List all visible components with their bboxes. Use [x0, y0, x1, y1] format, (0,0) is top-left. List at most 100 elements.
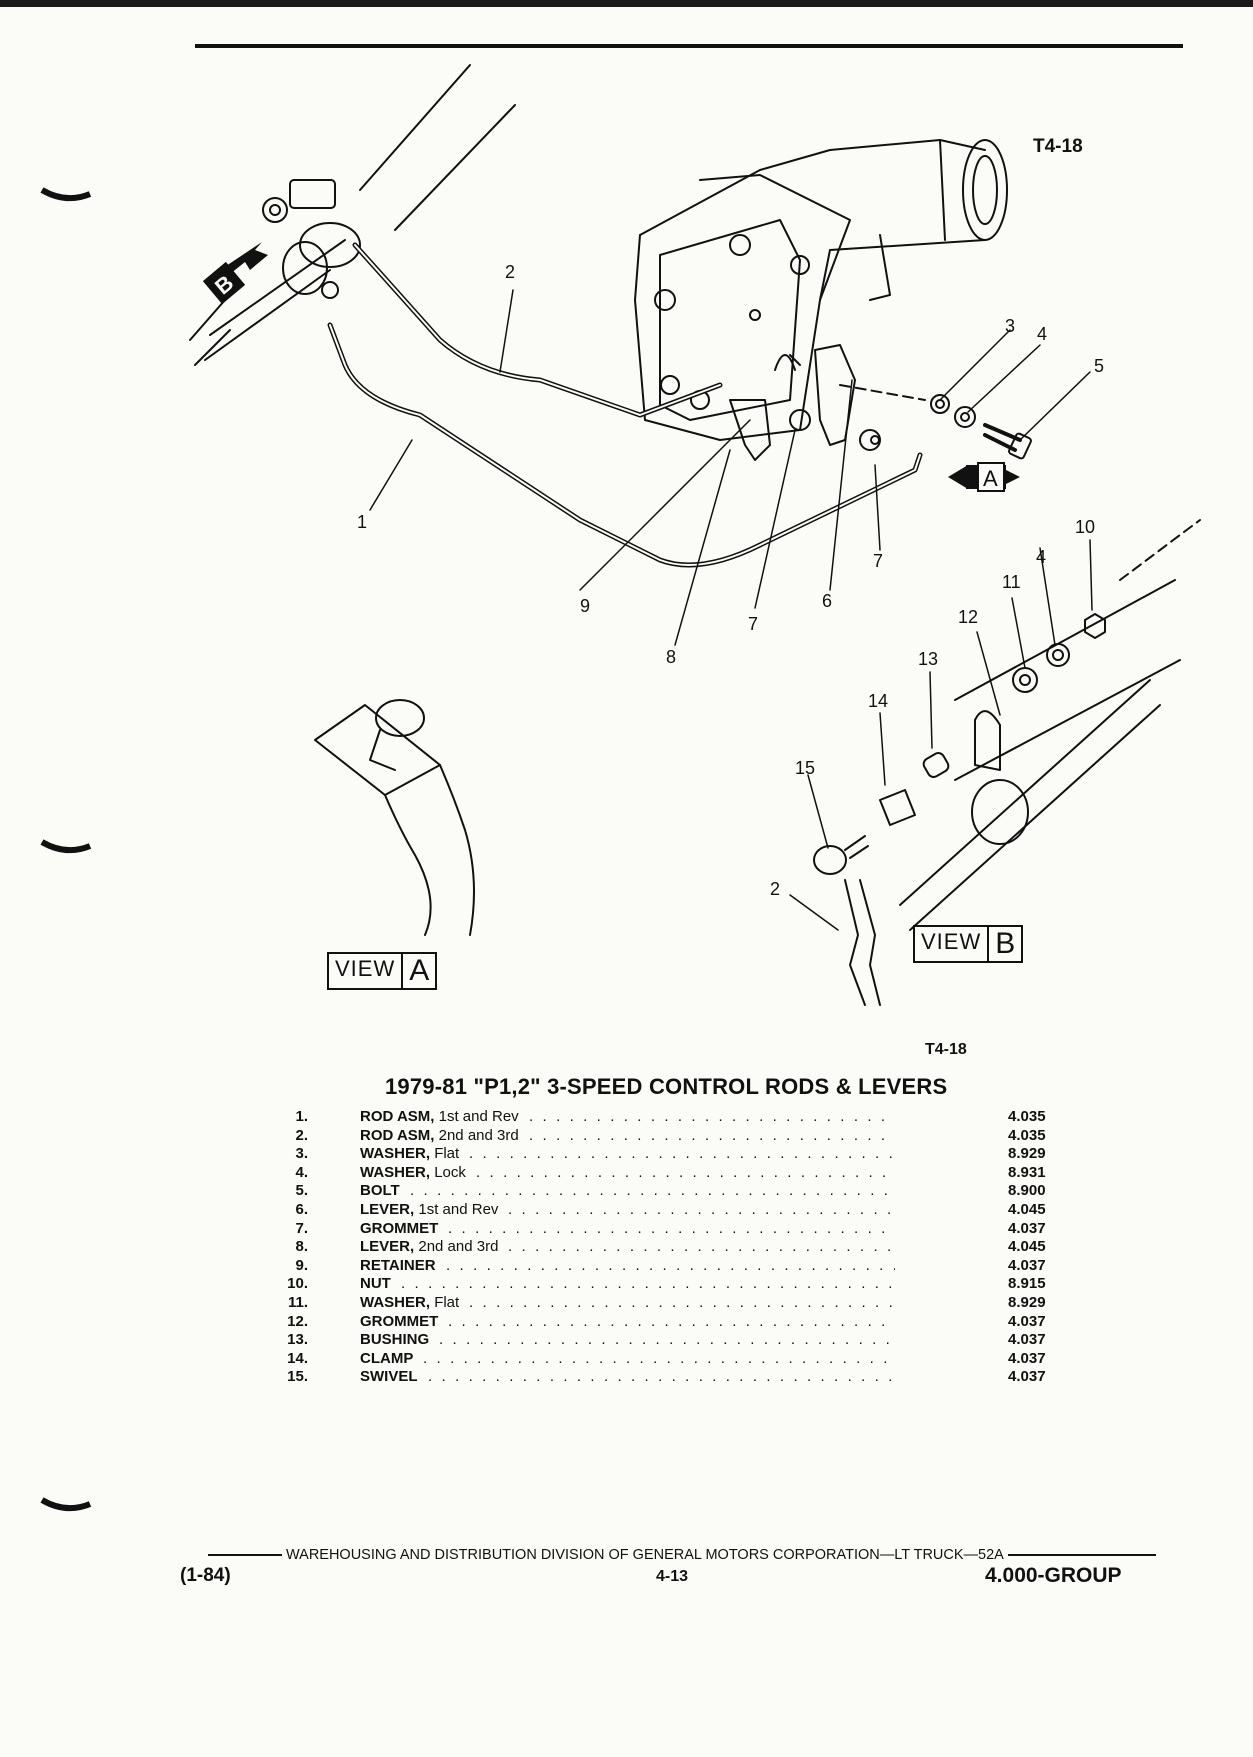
part-name: SWIVEL: [360, 1368, 418, 1387]
part-name-detail: 1st and Rev: [438, 1108, 519, 1125]
dot-leader: . . . . . . . . . . . . . . . . . . . . …: [360, 1182, 895, 1201]
rod-2nd-3rd: [352, 242, 723, 418]
dot-leader: . . . . . . . . . . . . . . . . . . . . …: [360, 1200, 895, 1220]
part-group-number: 8.929: [1008, 1293, 1046, 1311]
part-name-main: GROMMET: [360, 1219, 439, 1237]
callout-label: 12: [958, 607, 978, 627]
part-name-main: LEVER,: [360, 1200, 415, 1218]
frame-crossmember: [189, 64, 516, 366]
dot-leader: . . . . . . . . . . . . . . . . . . . . …: [360, 1312, 895, 1332]
part-name: WASHER, Lock: [360, 1164, 466, 1183]
part-name-main: NUT: [360, 1275, 391, 1293]
callout-label: 11: [1002, 572, 1021, 592]
part-group-number: 4.037: [1008, 1368, 1046, 1386]
header-rule: [195, 44, 1183, 48]
figure-code-bottom: T4-18: [925, 1041, 967, 1058]
figure-code-top: T4-18: [1033, 136, 1083, 157]
view-a-letter: A: [409, 954, 430, 987]
part-name-main: ROD ASM,: [360, 1108, 435, 1125]
callout-label: 5: [1094, 356, 1104, 376]
view-a-word: VIEW: [329, 954, 404, 988]
part-row: 2.. . . . . . . . . . . . . . . . . . . …: [280, 1126, 1060, 1146]
footer-rule-right: [1007, 1554, 1156, 1556]
part-group-number: 4.037: [1008, 1256, 1046, 1274]
view-b-label: VIEW B: [913, 925, 1024, 963]
part-name-main: LEVER,: [360, 1238, 415, 1256]
rod-1st-rev-inner: [329, 324, 921, 566]
callout-label: 9: [580, 596, 590, 616]
part-row: 14.. . . . . . . . . . . . . . . . . . .…: [280, 1349, 1060, 1369]
part-number: 12.: [287, 1312, 308, 1330]
part-name-main: RETAINER: [360, 1256, 436, 1274]
exploded-parts-diagram: B A 1 2 3 5 4 6 7 7 8 9 10 4 11 12 13 14…: [189, 64, 1201, 1006]
part-group-number: 4.045: [1008, 1238, 1046, 1256]
part-number: 15.: [287, 1368, 308, 1386]
part-group-number: 4.037: [1008, 1219, 1046, 1237]
part-number: 8.: [295, 1238, 308, 1256]
footer-date: (1-84): [180, 1565, 231, 1586]
dot-leader: . . . . . . . . . . . . . . . . . . . . …: [360, 1256, 895, 1276]
part-number: 13.: [287, 1331, 308, 1349]
parts-list: 1. . . . . . . . . . . . . . . . . . . . …: [280, 1108, 1060, 1387]
part-name: WASHER, Flat: [360, 1145, 459, 1164]
part-name-main: CLAMP: [360, 1349, 414, 1367]
part-number: 6.: [295, 1200, 308, 1218]
part-group-number: 8.900: [1008, 1182, 1046, 1200]
dot-leader: . . . . . . . . . . . . . . . . . . . . …: [360, 1126, 895, 1146]
part-row: 6. . . . . . . . . . . . . . . . . . . . …: [280, 1200, 1060, 1220]
part-row: 8.. . . . . . . . . . . . . . . . . . . …: [280, 1238, 1060, 1257]
part-row: 13.. . . . . . . . . . . . . . . . . . .…: [280, 1331, 1060, 1350]
arrow-b: B: [202, 242, 268, 305]
part-name-main: WASHER,: [360, 1293, 431, 1311]
part-name: ROD ASM, 1st and Rev: [360, 1108, 519, 1127]
part-number: 3.: [295, 1145, 308, 1163]
part-group-number: 4.037: [1008, 1312, 1046, 1330]
part-name-detail: Flat: [434, 1293, 460, 1311]
part-name-detail: 2nd and 3rd: [418, 1238, 499, 1256]
callout-label: 4: [1036, 547, 1046, 567]
part-number: 4.: [295, 1163, 308, 1181]
part-name-detail: Lock: [434, 1163, 466, 1181]
callout-label: 14: [868, 691, 888, 711]
part-name: LEVER, 2nd and 3rd: [360, 1238, 498, 1257]
callout-label: 10: [1075, 517, 1095, 537]
part-number: 5.: [295, 1182, 308, 1200]
part-name-main: WASHER,: [360, 1145, 431, 1163]
part-group-number: 4.035: [1008, 1108, 1046, 1125]
callout-label: 2: [505, 262, 515, 282]
view-a-detail: [314, 699, 475, 936]
part-number: 1.: [295, 1108, 308, 1125]
footer-group-code: 4.000-GROUP: [985, 1564, 1122, 1587]
part-group-number: 4.045: [1008, 1200, 1046, 1218]
dot-leader: . . . . . . . . . . . . . . . . . . . . …: [360, 1108, 895, 1127]
part-row: 5. . . . . . . . . . . . . . . . . . . . …: [280, 1182, 1060, 1201]
dot-leader: . . . . . . . . . . . . . . . . . . . . …: [360, 1293, 895, 1313]
binder-mark: [40, 187, 92, 202]
part-name: GROMMET: [360, 1220, 438, 1239]
part-name: CLAMP: [360, 1350, 413, 1369]
callout-label: 8: [666, 647, 676, 667]
part-group-number: 8.929: [1008, 1145, 1046, 1163]
part-name-main: BUSHING: [360, 1331, 430, 1349]
part-name: NUT: [360, 1275, 391, 1294]
callout-label: 2: [770, 879, 780, 899]
callout-label: 7: [748, 614, 758, 634]
view-a-label: VIEW A: [327, 952, 438, 990]
binder-mark: [40, 839, 92, 854]
dot-leader: . . . . . . . . . . . . . . . . . . . . …: [360, 1275, 895, 1294]
part-name-main: SWIVEL: [360, 1368, 418, 1386]
footer-division-line: WAREHOUSING AND DISTRIBUTION DIVISION OF…: [208, 1547, 1156, 1563]
callout-label: 15: [795, 758, 815, 778]
part-name: LEVER, 1st and Rev: [360, 1201, 498, 1220]
part-name-main: ROD ASM,: [360, 1126, 435, 1144]
callout-label: 6: [822, 591, 832, 611]
view-b-letter: B: [995, 927, 1016, 960]
part-number: 10.: [287, 1275, 308, 1293]
part-row: 10. . . . . . . . . . . . . . . . . . . .…: [280, 1275, 1060, 1294]
part-name-main: GROMMET: [360, 1312, 439, 1330]
part-name: GROMMET: [360, 1313, 438, 1332]
part-row: 7.. . . . . . . . . . . . . . . . . . . …: [280, 1219, 1060, 1239]
part-group-number: 4.035: [1008, 1126, 1046, 1144]
part-number: 14.: [287, 1349, 308, 1367]
dot-leader: . . . . . . . . . . . . . . . . . . . . …: [360, 1368, 895, 1387]
